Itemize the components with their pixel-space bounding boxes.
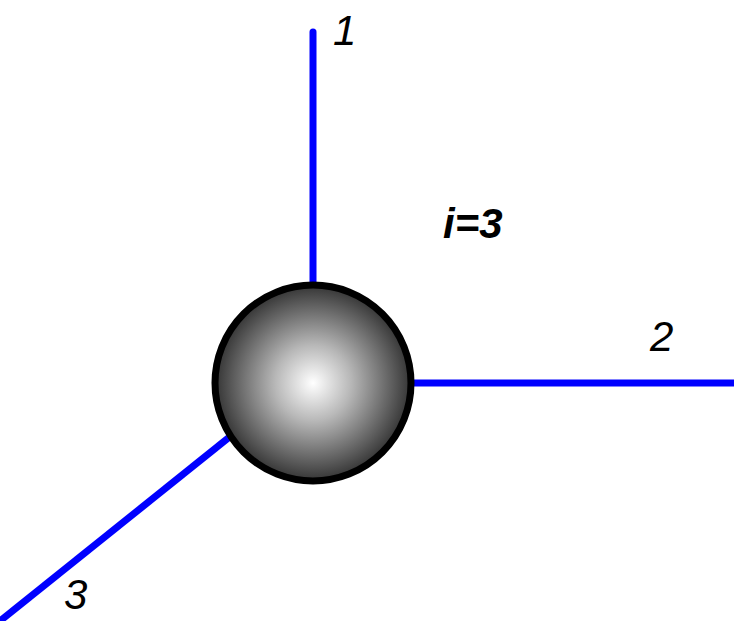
atom-sphere [215,285,411,481]
callout-number: 2 [650,316,673,358]
bond-line [410,380,734,387]
bond-line [0,435,232,621]
count-label: i=3 [443,203,503,245]
callout-number: 3 [64,574,87,616]
bond-line [310,32,317,290]
callout-number: 1 [333,10,356,52]
